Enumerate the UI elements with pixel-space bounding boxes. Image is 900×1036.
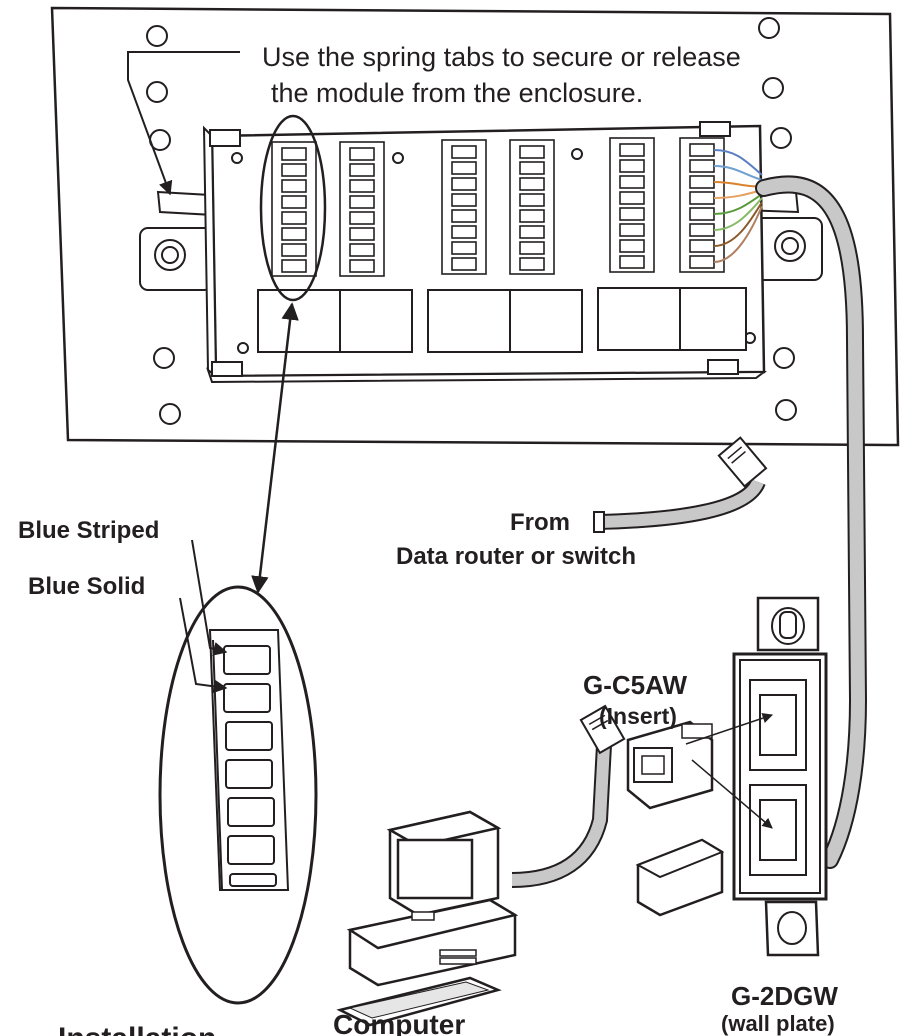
wallplate-desc-label: (wall plate) xyxy=(721,1011,835,1036)
computer-cable xyxy=(511,704,626,888)
terminal-block-3 xyxy=(441,139,487,275)
spring-tabs-text-line1: Use the spring tabs to secure or release xyxy=(262,42,741,72)
wire-bundle xyxy=(713,149,763,263)
terminal-block-1 xyxy=(271,141,317,277)
router-cable xyxy=(593,436,768,533)
blue-solid-leader xyxy=(179,597,228,694)
keystone-insert xyxy=(626,713,773,829)
spring-tabs-text-line2: the module from the enclosure. xyxy=(271,78,643,108)
router-label: Data router or switch xyxy=(396,543,636,570)
terminal-block-4 xyxy=(509,139,555,275)
terminal-highlight-ellipse xyxy=(259,114,327,302)
wallplate-model-label: G-2DGW xyxy=(731,981,838,1011)
from-label: From xyxy=(510,509,570,536)
spring-tab-leader xyxy=(127,51,240,196)
blue-striped-leader xyxy=(191,539,228,656)
insert-model-label: G-C5AW xyxy=(583,670,687,700)
blue-striped-label: Blue Striped xyxy=(18,517,159,544)
terminal-block-6 xyxy=(679,137,725,273)
insert-desc-label: (Insert) xyxy=(599,703,677,729)
computer-label: Computer xyxy=(333,1009,465,1036)
blue-solid-label: Blue Solid xyxy=(28,573,145,600)
detail-link-arrow xyxy=(251,302,299,594)
mounting-holes xyxy=(146,17,797,425)
terminal-blocks xyxy=(271,137,725,277)
computer-illustration xyxy=(336,810,519,1027)
bottom-partial-label: Installation xyxy=(58,1022,216,1036)
wall-plate xyxy=(732,596,828,957)
blank-insert xyxy=(635,838,725,917)
terminal-block-2 xyxy=(339,141,385,277)
terminal-block-5 xyxy=(609,137,655,273)
terminal-detail xyxy=(158,585,318,1005)
board-jacks xyxy=(257,287,747,353)
